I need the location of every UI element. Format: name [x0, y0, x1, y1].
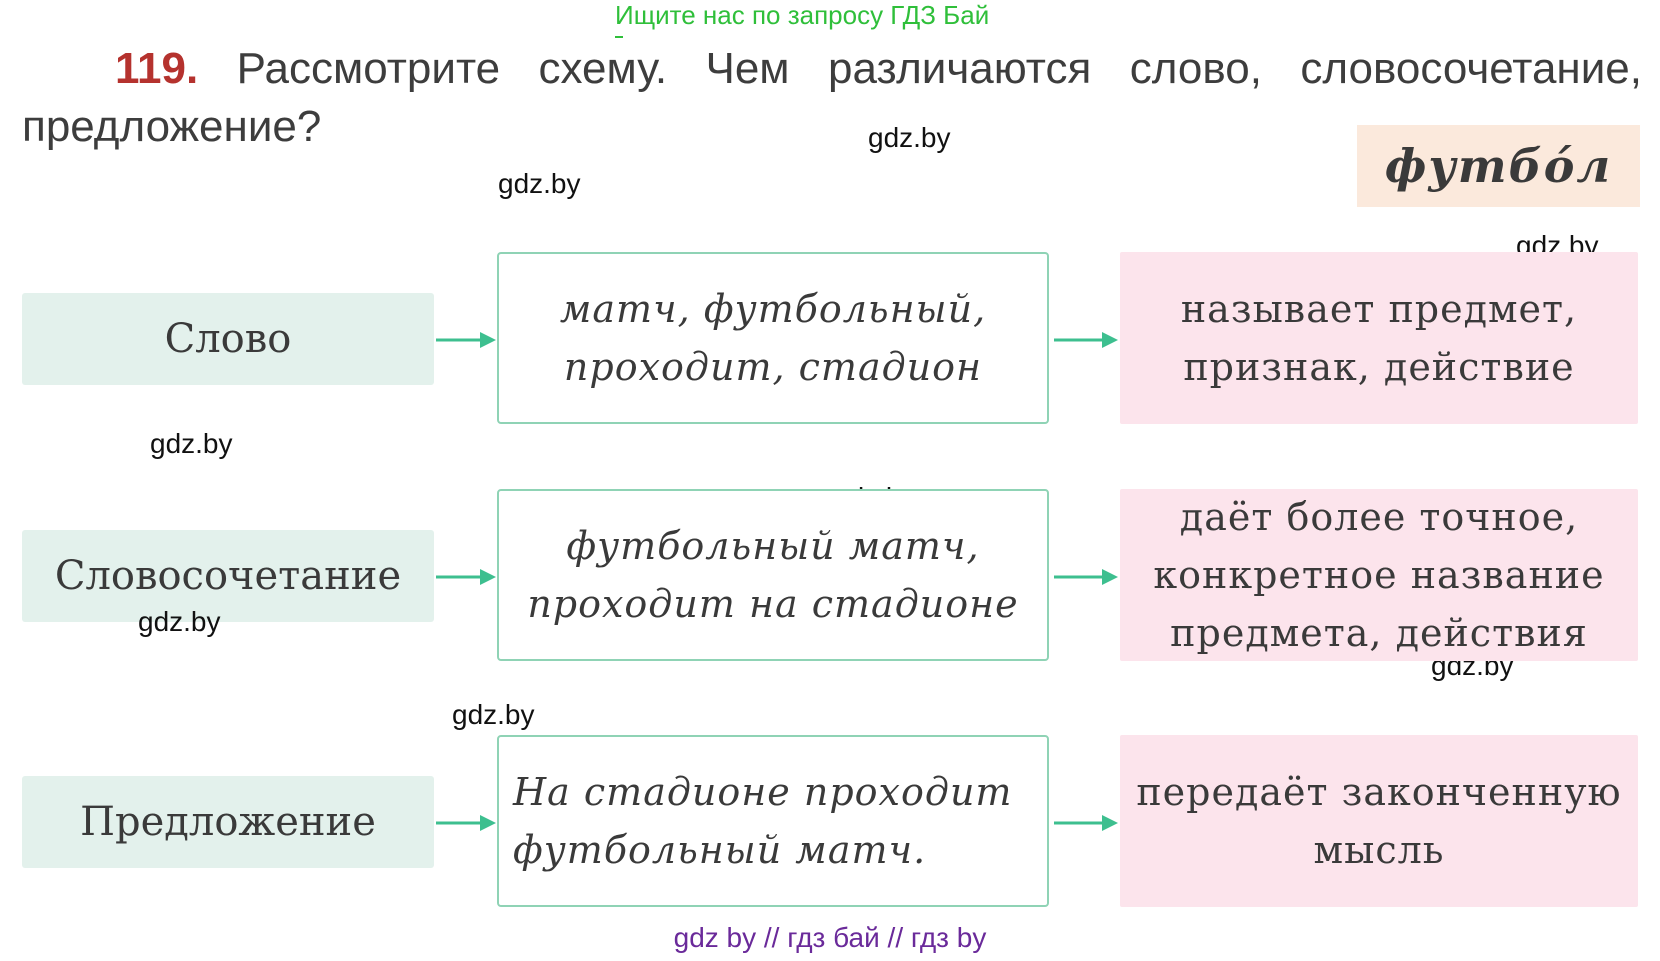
- watermark: gdz.by: [150, 428, 233, 459]
- meaning-box-phrase: даёт более точное, конкретное название п…: [1120, 489, 1638, 661]
- watermark: gdz.by: [498, 168, 581, 199]
- arrow-icon: [1054, 567, 1120, 587]
- search-hint-underline: [615, 36, 623, 38]
- example-box-word: матч, футбольный, проходит, стадион: [497, 252, 1049, 424]
- arrow-icon: [1054, 813, 1120, 833]
- category-box-sentence: Предложение: [22, 776, 434, 868]
- arrow-icon: [436, 330, 498, 350]
- category-box-phrase: Словосочетание: [22, 530, 434, 622]
- task-text: Рассмотрите схему. Чем различаются слово…: [22, 44, 1642, 151]
- task-number: 119.: [115, 44, 199, 93]
- watermark: gdz.by: [452, 699, 535, 730]
- footer-links[interactable]: gdz by // гдз бай // гдз by: [673, 922, 987, 953]
- meaning-box-word: называет предмет, признак, действие: [1120, 252, 1638, 424]
- vocabulary-word-box: футбóл: [1357, 125, 1640, 207]
- arrow-icon: [436, 813, 498, 833]
- example-box-phrase: футбольный матч, проходит на стадионе: [497, 489, 1049, 661]
- arrow-icon: [1054, 330, 1120, 350]
- example-box-sentence: На стадионе проходит футбольный матч.: [497, 735, 1049, 907]
- watermark: gdz.by: [868, 122, 951, 153]
- arrow-icon: [436, 567, 498, 587]
- meaning-box-sentence: передаёт законченную мысль: [1120, 735, 1638, 907]
- task-statement: 119. Рассмотрите схему. Чем различаются …: [22, 40, 1642, 156]
- search-hint[interactable]: Ищите нас по запросу ГДЗ Бай: [615, 0, 990, 30]
- category-box-word: Слово: [22, 293, 434, 385]
- watermark: gdz.by: [138, 606, 221, 637]
